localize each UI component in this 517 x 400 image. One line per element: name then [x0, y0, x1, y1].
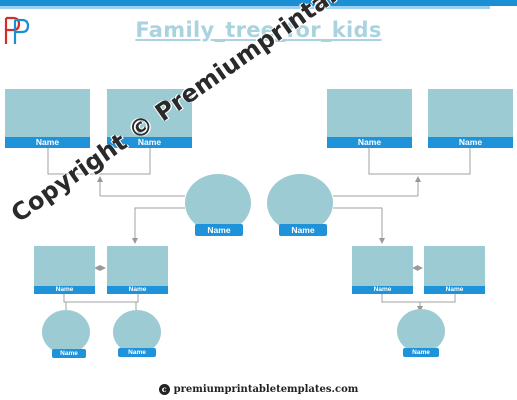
name-label: Name [327, 137, 412, 148]
pp-logo [4, 16, 30, 44]
name-label: Name [118, 348, 156, 357]
child-circle [397, 309, 445, 353]
name-label: Name [34, 286, 95, 294]
sibling-box: Name [34, 246, 95, 294]
name-label: Name [279, 224, 327, 236]
parent-circle [185, 174, 251, 232]
name-label: Name [352, 286, 413, 294]
grandparent-box: Name [428, 89, 513, 148]
name-label: Name [424, 286, 485, 294]
name-label: Name [5, 137, 90, 148]
copyright-icon: c [158, 384, 170, 395]
sibling-box: Name [352, 246, 413, 294]
sibling-box: Name [424, 246, 485, 294]
page-title: Family_tree_for_kids [135, 18, 382, 42]
top-accent-bar [0, 0, 517, 6]
grandparent-box: Name [107, 89, 192, 148]
name-label: Name [403, 348, 439, 357]
grandparent-box: Name [5, 89, 90, 148]
footer-url: premiumprintabletemplates.com [173, 384, 359, 395]
name-label: Name [107, 137, 192, 148]
grandparent-box: Name [327, 89, 412, 148]
name-label: Name [428, 137, 513, 148]
child-circle [42, 310, 90, 354]
name-label: Name [195, 224, 243, 236]
top-accent-bar-light [0, 6, 490, 9]
child-circle [113, 310, 161, 354]
name-label: Name [107, 286, 168, 294]
parent-circle [267, 174, 333, 232]
sibling-box: Name [107, 246, 168, 294]
name-label: Name [52, 349, 86, 358]
